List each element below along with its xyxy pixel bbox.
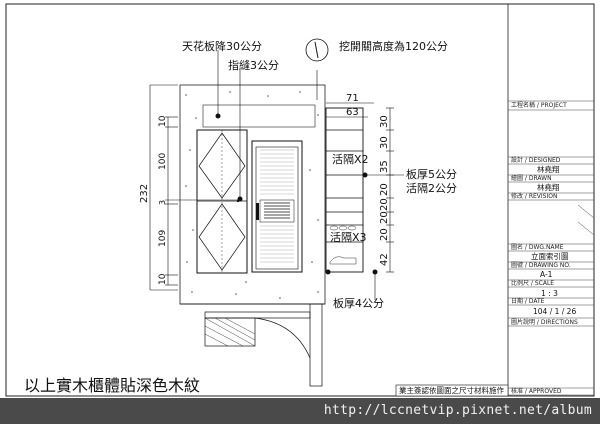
label-ceiling-drop: 天花板降30公分 (182, 39, 262, 53)
scale-label: 比例尺 / SCALE (511, 279, 554, 287)
directions-label: 圖片說明 / DIRECTIONS (511, 318, 578, 326)
date-label: 日期 / DATE (511, 297, 545, 305)
designed-value: 林堯翔 (537, 164, 560, 174)
dim-r-5: 20 (379, 198, 390, 211)
dwg-name-label: 圖名 / DWG.NAME (511, 243, 564, 251)
material-note: 以上實木櫃體貼深色木紋 (24, 376, 201, 395)
label-switch-height: 挖開關高度為120公分 (339, 39, 448, 53)
dim-width-71: 71 (346, 93, 359, 104)
dim-r-3: 35 (379, 160, 390, 173)
label-shelf-x2: 活隔X2 (332, 153, 369, 166)
approved-label: 核准 / APPROVED (511, 387, 562, 395)
drawn-value: 林堯翔 (537, 182, 560, 192)
concrete-hatch (185, 91, 319, 299)
dim-r-7: 20 (379, 228, 390, 241)
label-shelf-2: 活隔2公分 (406, 182, 457, 195)
door-swing-arc (254, 317, 311, 359)
glass-door (251, 140, 303, 273)
dim-seg-1: 10 (158, 115, 168, 127)
dim-r-1: 30 (379, 115, 390, 128)
dim-r-8: 42 (379, 253, 390, 266)
dim-r-2: 30 (379, 136, 390, 149)
drawing-no-label: 圖號 / DRAWING NO. (511, 261, 571, 269)
scale-value: 1 : 3 (541, 289, 558, 298)
label-shelf-x3: 活隔X3 (330, 231, 367, 244)
revision-label: 修改 / REVISION (511, 192, 557, 200)
label-finger-gap: 指縫3公分 (228, 58, 279, 72)
date-value: 104 / 1 / 26 (533, 307, 576, 316)
drawn-label: 繪圖 / DRAWN (511, 174, 552, 182)
dim-r-4: 20 (379, 183, 390, 196)
shelf-column (325, 107, 364, 273)
label-board-4: 板厚4公分 (333, 296, 384, 310)
watermark-url: http://lccnetvip.pixnet.net/album (323, 403, 592, 418)
dim-seg-5: 10 (158, 273, 168, 285)
drawing-no-value: A-1 (540, 270, 553, 279)
switch-symbol (305, 38, 329, 62)
dim-total-height: 232 (139, 184, 150, 203)
dim-seg-4: 109 (158, 230, 168, 247)
designed-label: 設計 / DESIGNED (511, 156, 561, 164)
dwg-name-value: 立面索引圖 (531, 251, 569, 261)
dim-r-6: 20 (379, 211, 390, 224)
bottom-caption: 業主簽認依圖面之尺寸材料施作 (399, 385, 504, 395)
dim-seg-3: 3 (158, 200, 167, 205)
watermark-band (0, 398, 600, 424)
dim-seg-2: 100 (158, 153, 168, 170)
project-label: 工程名稱 / PROJECT (511, 101, 567, 109)
dim-width-63: 63 (346, 107, 359, 118)
label-board-5: 板厚5公分 (406, 167, 457, 181)
